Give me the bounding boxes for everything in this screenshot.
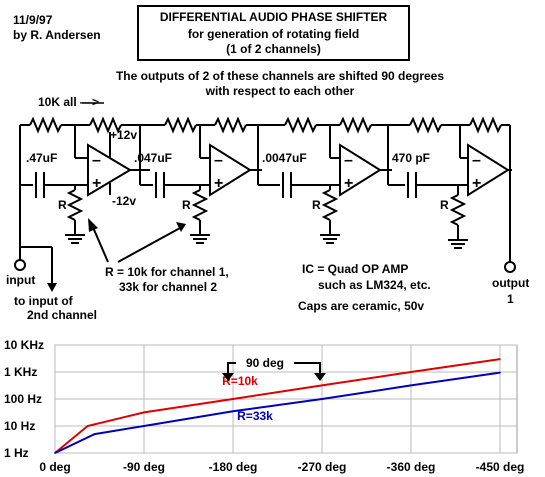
y-tick-label: 100 Hz <box>4 392 42 406</box>
input-terminal <box>14 259 26 271</box>
data-point <box>499 358 501 360</box>
resistor-r-label-3: R <box>312 198 321 212</box>
opamp-4-minus-sign: – <box>472 152 481 169</box>
y-tick-label: 1 KHz <box>4 365 37 379</box>
opamp-3-minus-sign: – <box>344 152 353 169</box>
data-point <box>232 410 234 413</box>
opamp-1-minus-sign: – <box>92 152 101 169</box>
author-text: by R. Andersen <box>13 28 101 42</box>
cap-4-label: 470 pF <box>392 151 431 165</box>
title-box <box>137 5 410 61</box>
date-text: 11/9/97 <box>13 13 53 27</box>
data-point <box>410 384 412 387</box>
data-point <box>143 411 145 414</box>
stage-2 <box>140 125 262 244</box>
x-tick-label: -90 deg <box>123 460 165 474</box>
title-line-1: DIFFERENTIAL AUDIO PHASE SHIFTER <box>159 10 388 24</box>
resistor-r-label-2: R <box>182 198 191 212</box>
x-tick-label: -450 deg <box>476 460 525 474</box>
r-note-arrows <box>88 218 186 263</box>
to-input-line-2: 2nd channel <box>27 308 98 322</box>
series-label-r33k: R=33k <box>237 409 273 423</box>
stage-1 <box>20 125 150 244</box>
r-note-line-1: R = 10k for channel 1, <box>105 265 229 279</box>
data-point <box>54 452 56 454</box>
resistor-note: 10K all —> <box>38 95 100 109</box>
data-point <box>410 371 412 373</box>
opamp-4-plus-sign: + <box>472 175 481 192</box>
stage-3 <box>258 125 392 244</box>
opamp-4 <box>467 143 510 197</box>
data-point <box>321 398 323 400</box>
ic-note-line-2: such as LM324, etc. <box>318 278 431 292</box>
supply-positive-label: +12v <box>110 128 138 142</box>
data-point <box>143 425 145 427</box>
title-line-3: (1 of 2 channels) <box>226 42 321 56</box>
ic-note-line-1: IC = Quad OP AMP <box>302 262 409 276</box>
resistor-r-label-4: R <box>440 198 449 212</box>
x-tick-label: -270 deg <box>298 460 347 474</box>
opamp-3 <box>339 143 382 197</box>
y-tick-label: 10 Hz <box>4 419 35 433</box>
opamp-2-plus-sign: + <box>214 175 223 192</box>
ninety-deg-label: 90 deg <box>246 356 284 370</box>
opamp-2-minus-sign: – <box>214 152 223 169</box>
opamp-1 <box>87 143 132 197</box>
ninety-deg-annotation <box>222 362 326 381</box>
caps-note: Caps are ceramic, 50v <box>298 299 425 313</box>
opamp-1-plus-sign: + <box>92 175 101 192</box>
output-label: output <box>492 276 530 290</box>
branch-arrow-icon <box>47 283 57 292</box>
note-line-2: with respect to each other <box>205 84 355 98</box>
series-label-r10k: R=10k <box>222 374 258 388</box>
chart-y-ticks: 10 KHz 1 KHz 100 Hz 10 Hz 1 Hz <box>4 338 44 460</box>
y-tick-label: 10 KHz <box>4 338 44 352</box>
resistor-r-label-1: R <box>58 198 67 212</box>
opamp-3-plus-sign: + <box>344 175 353 192</box>
output-number: 1 <box>507 292 514 306</box>
phase-chart: 10 KHz 1 KHz 100 Hz 10 Hz 1 Hz 0 deg -90 deg -… <box>0 327 545 477</box>
cap-1-label: .47uF <box>26 151 58 165</box>
title-line-2: for generation of rotating field <box>187 27 360 41</box>
x-tick-label: -180 deg <box>209 460 258 474</box>
data-point <box>321 384 323 387</box>
data-point <box>232 398 234 400</box>
note-line-1: The outputs of 2 of these channels are s… <box>115 69 445 83</box>
feedback-resistors <box>20 116 510 134</box>
x-tick-label: 0 deg <box>39 460 70 474</box>
cap-3-label: .0047uF <box>262 151 307 165</box>
opamp-2 <box>209 143 252 197</box>
to-input-line-1: to input of <box>14 294 73 308</box>
supply-negative-label: -12v <box>112 194 137 208</box>
data-point <box>499 371 501 374</box>
cap-2-label: .047uF <box>134 151 173 165</box>
output-terminal <box>504 261 516 273</box>
stage-4 <box>388 125 516 273</box>
y-tick-label: 1 Hz <box>4 446 29 460</box>
r-note-line-2: 33k for channel 2 <box>119 280 218 294</box>
input-label: input <box>6 273 36 287</box>
data-point <box>93 433 96 435</box>
chart-grid <box>54 344 517 454</box>
chart-x-ticks: 0 deg -90 deg -180 deg -270 deg -360 deg -450… <box>39 460 524 474</box>
data-point <box>86 425 89 427</box>
circuit-schematic: – + – + – + – + <box>14 102 516 292</box>
x-tick-label: -360 deg <box>387 460 436 474</box>
